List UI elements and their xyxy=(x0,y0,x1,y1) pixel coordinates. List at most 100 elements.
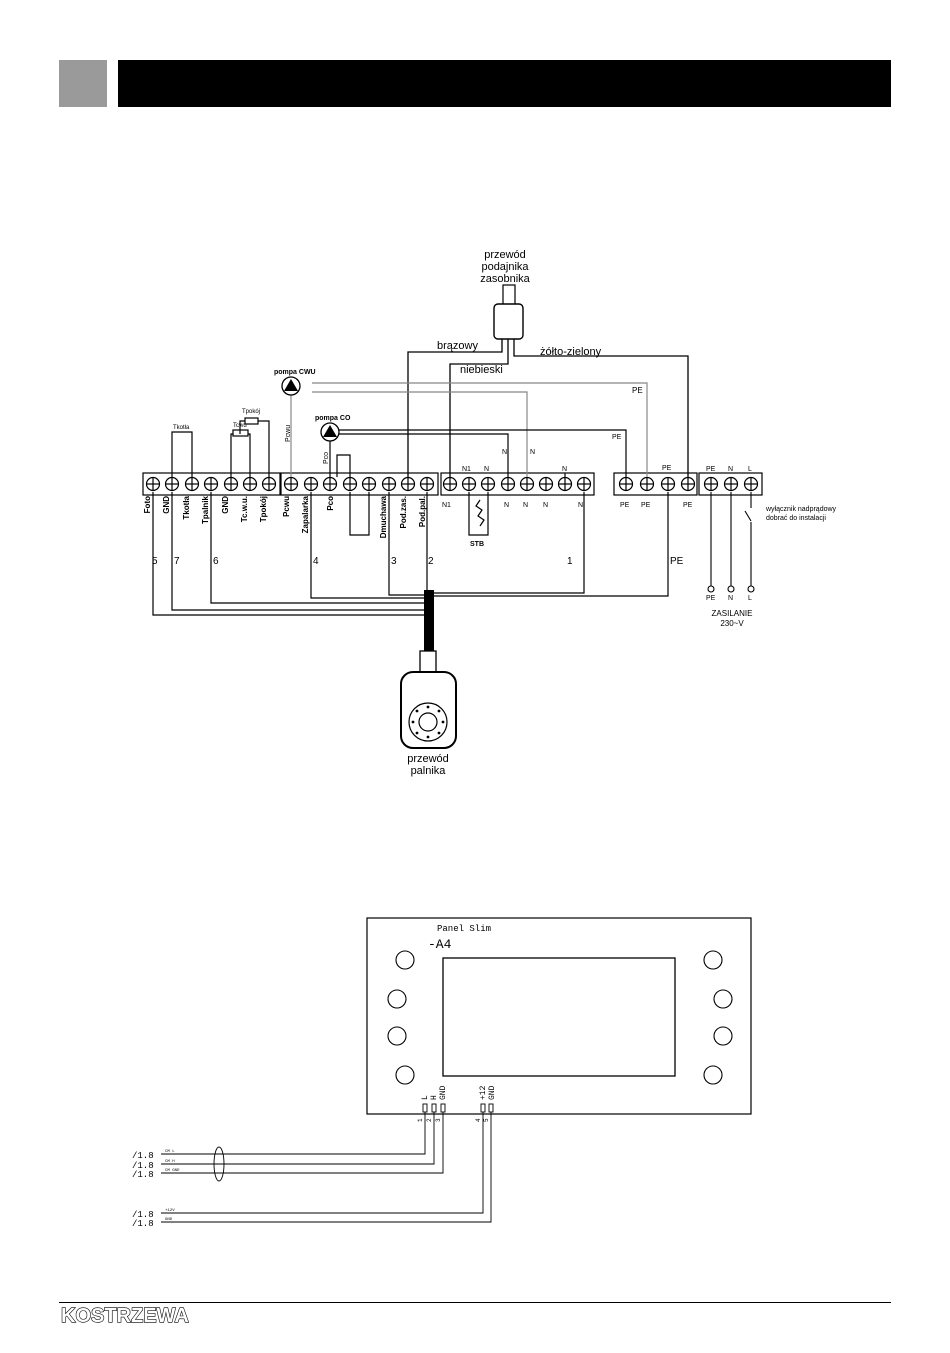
burner-cable-label-1: przewód xyxy=(407,753,449,765)
kostrzewa-logo: KOSTRZEWA xyxy=(60,1304,189,1327)
term-label-pod-pal: Pod.pal. xyxy=(418,496,427,527)
cable-ref-5: /1.8 xyxy=(132,1219,154,1229)
term-label-gnd-2: GND xyxy=(221,496,230,514)
n-top-label-1: N xyxy=(484,466,489,473)
burner-connector xyxy=(400,650,457,749)
sensor-tkotla-label: Tkotła xyxy=(173,425,190,431)
pump-co-label: pompa CO xyxy=(315,415,351,422)
burner-cable-bundle xyxy=(424,590,434,652)
ignition-loop xyxy=(336,454,370,536)
supply-term-n-label: N xyxy=(728,466,733,473)
panel-id-label: -A4 xyxy=(428,937,452,952)
supply-term-l-label: L xyxy=(748,466,752,473)
wire-number-6: 6 xyxy=(213,556,219,567)
term-label-zapalarka: Zapalarka xyxy=(301,495,310,533)
panel-buttons xyxy=(387,950,733,1085)
terminal-labels: Foto GND Tkotła Tpalnik GND Tc.w.u. Tpok… xyxy=(143,495,427,538)
pin-number-5: 5 xyxy=(483,1118,490,1122)
pin-label-h: H xyxy=(430,1095,439,1100)
cable-signal-12v: +12V xyxy=(165,1209,175,1213)
feeder-cable-label-1: przewód xyxy=(484,249,526,261)
sensor-tcwu xyxy=(230,429,251,477)
feeder-connector xyxy=(493,284,524,340)
feeder-wires xyxy=(407,339,689,477)
cable-ref-2: /1.8 xyxy=(132,1161,154,1171)
wire-number-2: 2 xyxy=(428,556,434,567)
sensor-tpokoj xyxy=(239,417,270,477)
n-top-label-3: N xyxy=(530,449,535,456)
n-top-label-2: N xyxy=(502,449,507,456)
panel-name-label: Panel Slim xyxy=(437,924,491,934)
cable-signal-cm-h: CM H xyxy=(165,1160,175,1164)
pin-number-2: 2 xyxy=(426,1118,433,1122)
pin-label-12: +12 xyxy=(479,1085,488,1100)
panel-display xyxy=(442,957,676,1077)
header-bar xyxy=(118,60,891,107)
wire-brown-label: brązowy xyxy=(437,340,478,352)
n1-bottom-label: N1 xyxy=(442,502,451,509)
n-bottom-label-1: N xyxy=(504,502,509,509)
feeder-cable-label-3: zasobnika xyxy=(480,273,530,285)
term-label-pcwu: Pcwu xyxy=(282,496,291,517)
pe-top-label-1: PE xyxy=(612,434,622,441)
n-top-label-4: N xyxy=(562,466,567,473)
feeder-cable-label-2: podajnika xyxy=(481,261,529,273)
cable-ref-1: /1.8 xyxy=(132,1151,154,1161)
terminal-strips xyxy=(142,472,763,496)
wire-number-5: 5 xyxy=(152,556,158,567)
term-label-tpalnik: Tpalnik xyxy=(201,495,210,524)
supply-point-pe: PE xyxy=(706,595,716,602)
pin-label-gnd-2: GND xyxy=(488,1085,497,1100)
burner-cable-wires xyxy=(152,492,669,616)
sensor-tpokoj-label: Tpokój xyxy=(242,409,260,415)
pe-line-label: PE xyxy=(632,386,643,395)
term-label-gnd-1: GND xyxy=(162,496,171,514)
pe-bottom-label-2: PE xyxy=(641,502,651,509)
header-square xyxy=(59,60,107,107)
sensor-tkotla xyxy=(171,431,193,477)
n-bottom-label-2: N xyxy=(523,502,528,509)
supply-point-n: N xyxy=(728,595,733,602)
supply-term-pe-label: PE xyxy=(706,466,716,473)
pump-cwu xyxy=(281,376,301,396)
pin-label-gnd-1: GND xyxy=(439,1085,448,1100)
pco-wire-label: Pco xyxy=(323,452,330,464)
term-label-tpokoj: Tpokój xyxy=(259,496,268,522)
wire-number-3: 3 xyxy=(391,556,397,567)
term-label-tkotla: Tkotła xyxy=(182,495,191,519)
panel-wires xyxy=(161,1112,492,1223)
n-bottom-label-3: N xyxy=(543,502,548,509)
mains-switch-label-1: wyłącznik nadprądowy xyxy=(765,506,837,513)
pin-number-1: 1 xyxy=(417,1118,424,1122)
pe-top-label-2: PE xyxy=(662,465,672,472)
n-bottom-label-4: N xyxy=(578,502,583,509)
stb-thermostat xyxy=(468,492,489,536)
pump-co xyxy=(320,422,340,442)
term-label-dmuchawa: Dmuchawa xyxy=(379,495,388,538)
cable-signal-cm-l: CM L xyxy=(165,1150,175,1154)
supply-label-2: 230~V xyxy=(720,619,744,628)
footer-line xyxy=(59,1302,891,1303)
term-label-pod-zas: Pod.zas. xyxy=(399,496,408,528)
wire-yellow-green-label: żółto-zielony xyxy=(540,346,602,358)
term-label-foto: Foto xyxy=(143,496,152,513)
pe-bottom-label-3: PE xyxy=(683,502,693,509)
supply-wires xyxy=(707,492,755,593)
pe-wire-label: PE xyxy=(670,556,684,567)
cable-ref-4: /1.8 xyxy=(132,1210,154,1220)
pin-label-l: L xyxy=(421,1095,430,1100)
cable-signal-gnd: GND xyxy=(165,1218,173,1222)
cable-signal-cm-gnd: CM GND xyxy=(165,1169,180,1173)
wire-number-1: 1 xyxy=(567,556,573,567)
pin-number-4: 4 xyxy=(475,1118,482,1122)
wire-number-4: 4 xyxy=(313,556,319,567)
supply-point-l: L xyxy=(748,595,752,602)
pump-cwu-label: pompa CWU xyxy=(274,369,316,376)
cable-ref-3: /1.8 xyxy=(132,1170,154,1180)
burner-cable-label-2: palnika xyxy=(411,765,447,777)
stb-label: STB xyxy=(470,541,484,548)
pin-number-3: 3 xyxy=(435,1118,442,1122)
pcwu-wire-label: Pcwu xyxy=(285,425,292,442)
wire-blue-label: niebieski xyxy=(460,364,503,376)
n1-top-label: N1 xyxy=(462,466,471,473)
